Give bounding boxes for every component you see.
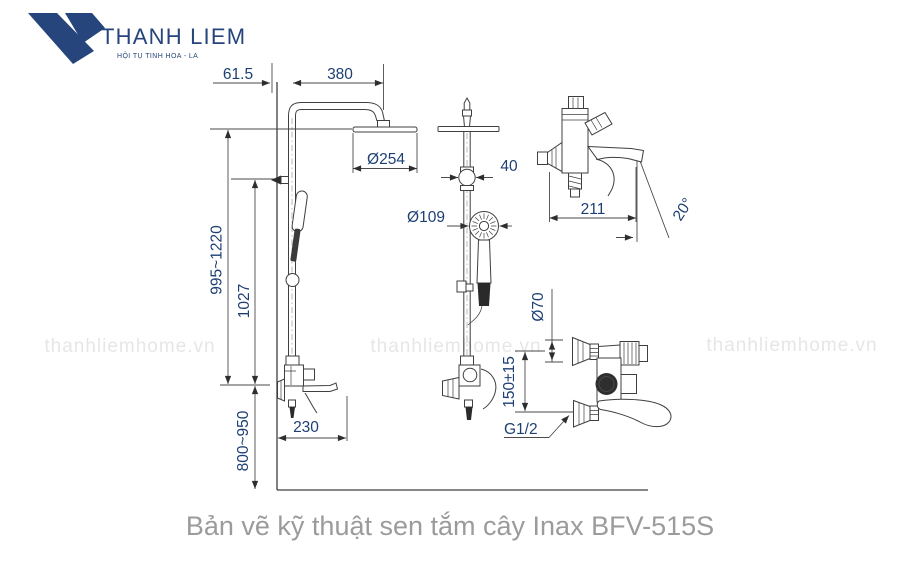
dimension-lines <box>441 174 512 230</box>
dim-head-diameter-label: Ø254 <box>367 151 405 168</box>
dim-column-height-label: 1027 <box>236 284 253 318</box>
dim-thread-size-label: G1/2 <box>504 421 538 438</box>
spout-side <box>586 145 645 163</box>
logo-tagline-text: HỘI TỤ TINH HOA - LA <box>117 51 198 60</box>
dim-spout-reach-side-label: 211 <box>581 201 606 218</box>
logo-mark-icon <box>28 13 105 64</box>
rain-shower-head <box>352 126 418 133</box>
shower-arm <box>288 102 390 128</box>
column-side <box>437 96 500 356</box>
dim-handshower-diameter-label: Ø109 <box>407 209 445 226</box>
dim-spout-angle-label: 20° <box>670 195 697 224</box>
front-view-drawing: 61.5 380 Ø254 995~1220 1027 800~950 230 <box>209 63 648 491</box>
dim-spout-reach-front-label: 230 <box>293 419 319 436</box>
hand-shower-side <box>456 211 499 326</box>
mixer-front-view-drawing: Ø70 150±15 G1/2 <box>501 289 672 438</box>
hose-ring <box>285 273 300 287</box>
logo-brand-text: THANH LIEM <box>101 24 246 49</box>
watermark-left: thanhliemhome.vn <box>44 336 215 357</box>
watermarks: thanhliemhome.vn thanhliemhome.vn thanhl… <box>44 335 877 357</box>
mixer-body-front <box>572 336 672 428</box>
mixer-side-view-drawing: 211 20° <box>537 96 697 242</box>
spout-front <box>596 398 672 428</box>
dimension-lines <box>210 63 418 489</box>
dim-offset-label: 61.5 <box>223 66 253 83</box>
side-view-drawing: 40 Ø109 <box>407 96 518 420</box>
watermark-center: thanhliemhome.vn <box>370 336 541 357</box>
spray-face-lines <box>471 213 497 239</box>
mixer-side-small <box>442 355 497 420</box>
hand-shower-hanging <box>290 190 308 262</box>
dim-mixer-height-label: 800~950 <box>235 410 252 471</box>
page-caption: Bản vẽ kỹ thuật sen tắm cây Inax BFV-515… <box>186 510 714 541</box>
brand-logo: THANH LIEM HỘI TỤ TINH HOA - LA <box>28 13 246 64</box>
mixer-front <box>277 355 339 418</box>
dim-inlet-spacing-label: 150±15 <box>501 356 518 408</box>
dimension-lines <box>549 152 670 242</box>
wall-bracket <box>271 175 289 185</box>
dim-flange-diameter-label: Ø70 <box>530 292 547 322</box>
watermark-right: thanhliemhome.vn <box>706 335 877 356</box>
wall-and-floor-lines <box>276 82 648 491</box>
dimension-lines <box>504 289 573 438</box>
dim-height-range-label: 995~1220 <box>209 225 226 295</box>
mixer-body-side <box>537 96 645 198</box>
dim-arm-reach-label: 380 <box>327 66 353 83</box>
dim-joint-width-label: 40 <box>500 158 518 175</box>
